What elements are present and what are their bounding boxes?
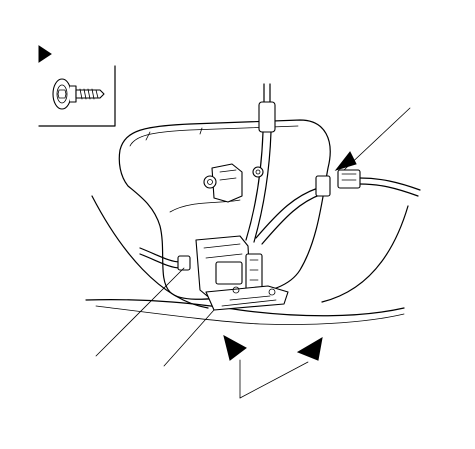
screw-detail-inset [38, 45, 116, 127]
leader-line [95, 267, 185, 357]
nut-left [203, 175, 217, 189]
arrowhead-icon [296, 337, 323, 361]
leader-lines [95, 107, 411, 399]
connector-right [337, 169, 361, 189]
connector-left [177, 255, 191, 271]
arrow-markers [223, 151, 357, 361]
body-panel [85, 195, 409, 325]
inset-frame [38, 65, 116, 127]
leader-line [343, 107, 411, 171]
marker-triangle-icon [38, 45, 52, 63]
leader-line [163, 309, 215, 367]
arrowhead-icon [223, 335, 247, 361]
latch-unit [195, 235, 289, 311]
cable-upper [245, 83, 276, 243]
harness-right [255, 169, 421, 245]
arrowhead-icon [334, 151, 357, 171]
leader-line [239, 361, 309, 399]
bracket-assembly [203, 163, 264, 203]
nut-right [252, 166, 264, 178]
screw-icon [52, 78, 105, 110]
harness-left [139, 247, 191, 271]
